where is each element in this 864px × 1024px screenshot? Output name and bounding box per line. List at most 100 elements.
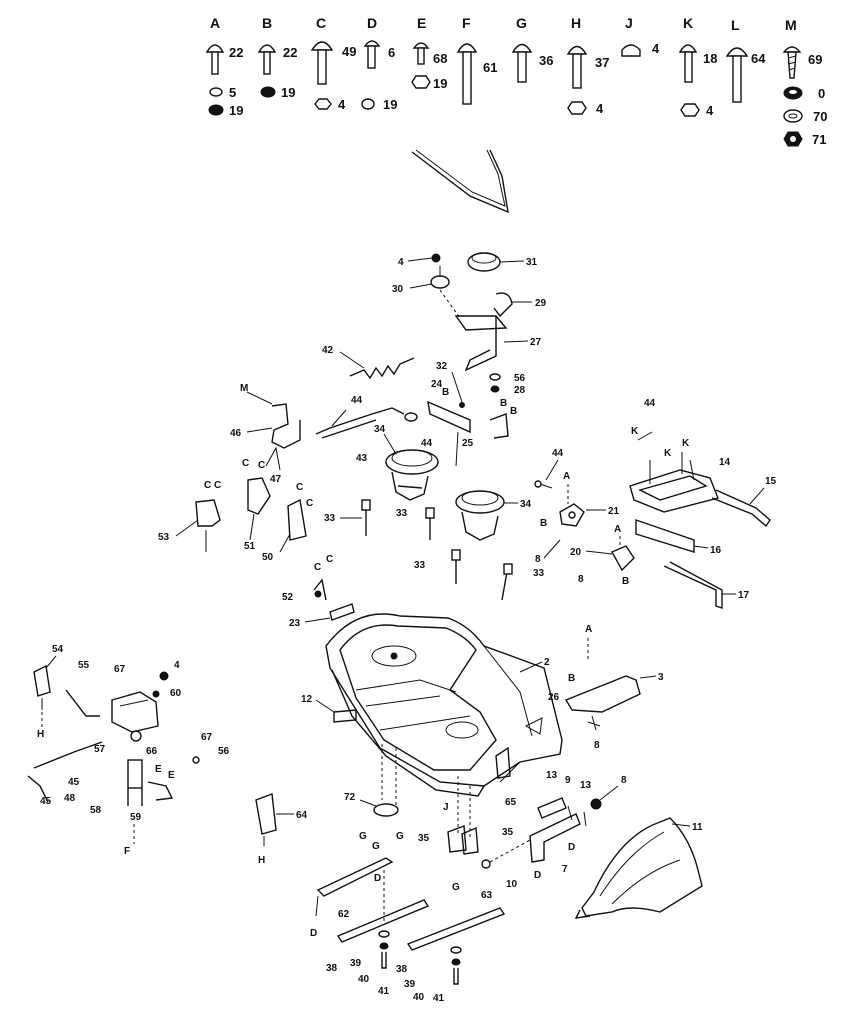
letter-b-21: B	[540, 518, 547, 529]
callout-67-b: 67	[201, 732, 213, 743]
shoulder-bolt-d-icon	[363, 40, 381, 69]
callout-72: 72	[344, 792, 356, 803]
letter-c-53b: C	[214, 480, 221, 491]
callout-52: 52	[282, 592, 294, 603]
callout-24: 24	[431, 379, 443, 390]
lock-nut-a-icon	[208, 104, 224, 116]
letter-g-35: G	[452, 882, 460, 893]
callout-39-b: 39	[404, 979, 416, 990]
callout-53: 53	[158, 532, 170, 543]
callout-41-b: 41	[433, 993, 445, 1004]
letter-k-2: K	[664, 448, 672, 459]
callout-58: 58	[90, 805, 102, 816]
legend-c-qty-2: 4	[338, 97, 346, 112]
letter-h-54: H	[37, 729, 44, 740]
callout-34-right: 34	[520, 499, 532, 510]
letter-k-1: K	[631, 426, 639, 437]
letter-a-20: A	[614, 524, 621, 535]
callout-40-a: 40	[358, 974, 370, 985]
callout-20: 20	[570, 547, 582, 558]
legend-letter-b: B	[262, 15, 272, 31]
letter-k-3: K	[682, 438, 690, 449]
screw-m-icon	[782, 46, 802, 79]
letter-b-20: B	[622, 576, 629, 587]
hex-nut-k-icon	[680, 103, 700, 117]
legend-d-qty-1: 6	[388, 45, 395, 60]
callout-26: 26	[548, 692, 560, 703]
callout-14: 14	[719, 457, 731, 468]
control-linkage: 42 43 44 44 M 46 47 34 33 33 C C C C	[158, 345, 439, 629]
legend-a-qty-3: 19	[229, 103, 243, 118]
callout-8-b: 8	[578, 574, 584, 585]
legend-h-qty-2: 4	[596, 101, 604, 116]
callout-17: 17	[738, 590, 750, 601]
legend-letter-f: F	[462, 15, 471, 31]
callout-39-a: 39	[350, 958, 362, 969]
callout-43: 43	[356, 453, 368, 464]
callout-50: 50	[262, 552, 274, 563]
callout-33-a: 33	[324, 513, 336, 524]
legend-j-qty-1: 4	[652, 41, 660, 56]
callout-44-a: 44	[351, 395, 363, 406]
callout-44-d: 44	[644, 398, 656, 409]
discharge-chute-assembly: 9 13 13 8 7 D D 11	[529, 770, 703, 919]
legend-letter-d: D	[367, 15, 377, 31]
callout-44-b: 44	[421, 438, 433, 449]
legend-l-qty-1: 64	[751, 51, 766, 66]
bolt-g-icon	[511, 43, 533, 83]
letter-b-25b: B	[510, 406, 517, 417]
callout-25: 25	[462, 438, 474, 449]
nut-j-icon	[621, 44, 641, 57]
bolt-k-icon	[678, 44, 698, 83]
callout-33-d: 33	[533, 568, 545, 579]
legend-c-qty-3: 19	[383, 97, 397, 112]
legend-letter-m: M	[785, 17, 797, 33]
callout-9: 9	[565, 775, 571, 786]
letter-e-1: E	[155, 764, 162, 775]
callout-4-side: 4	[174, 660, 180, 671]
letter-e-2: E	[168, 770, 175, 781]
carriage-bolt-b-icon	[257, 44, 277, 75]
letter-c-50a: C	[296, 482, 303, 493]
callout-4-top: 4	[398, 257, 404, 268]
callout-51: 51	[244, 541, 256, 552]
legend-m-qty-4: 71	[812, 132, 826, 147]
legend-letter-a: A	[210, 15, 220, 31]
letter-b-25a: B	[500, 398, 507, 409]
carriage-bolt-a-icon	[205, 44, 225, 75]
letter-d-62: D	[374, 873, 381, 884]
callout-67-a: 67	[114, 664, 126, 675]
callout-62: 62	[338, 909, 350, 920]
letter-c-52b: C	[326, 554, 333, 565]
bolt-h-icon	[566, 45, 588, 89]
letter-d-62b: D	[310, 928, 317, 939]
letter-a-26: A	[585, 624, 592, 635]
letter-c-50b: C	[306, 498, 313, 509]
legend-e-qty-1: 68	[433, 51, 447, 66]
letter-b-26: B	[568, 673, 575, 684]
callout-7: 7	[562, 864, 568, 875]
legend-e-qty-2: 19	[433, 76, 447, 91]
callout-45-b: 45	[40, 796, 52, 807]
legend-g-qty-1: 36	[539, 53, 553, 68]
callout-57: 57	[94, 744, 106, 755]
hex-nut-e-icon	[411, 75, 431, 89]
legend-a-qty-2: 5	[229, 85, 236, 100]
legend-b-qty-1: 22	[283, 45, 297, 60]
callout-13-b: 13	[580, 780, 592, 791]
flat-washer-m-icon	[783, 109, 803, 123]
callout-11: 11	[692, 822, 703, 833]
hardware-legend: A 22 5 19 B 22 19 C 49 4 19 D 6	[205, 15, 827, 147]
callout-65: 65	[505, 797, 517, 808]
callout-60: 60	[170, 688, 182, 699]
callout-56-side: 56	[218, 746, 230, 757]
callout-28: 28	[514, 385, 526, 396]
carriage-bolt-c-icon	[310, 41, 334, 85]
flat-washer-a-icon	[209, 87, 223, 97]
callout-40-b: 40	[413, 992, 425, 1003]
letter-c-52a: C	[314, 562, 321, 573]
legend-letter-j: J	[625, 15, 633, 31]
idler-pulley-assembly: 31 4 30 29 27 56 28 32 24 B 25 B B	[392, 252, 547, 467]
callout-42: 42	[322, 345, 334, 356]
callout-33-c: 33	[414, 560, 426, 571]
